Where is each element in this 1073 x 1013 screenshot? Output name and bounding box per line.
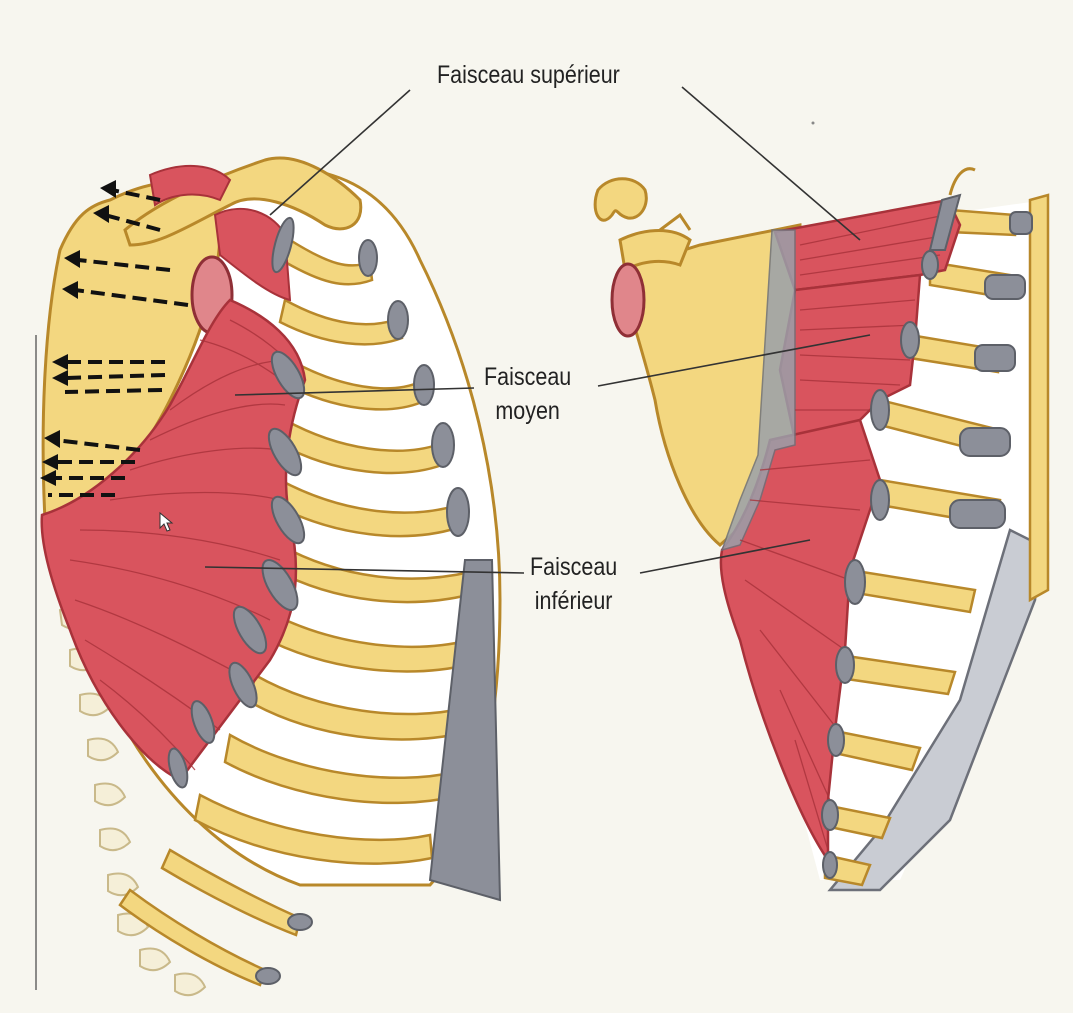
- left-arrowheads: [40, 180, 116, 486]
- right-glenoid: [610, 262, 646, 338]
- right-insertion-band: [720, 229, 796, 552]
- right-cartilage-tips: [949, 211, 1033, 529]
- right-digitations: [821, 193, 962, 879]
- label-faisceau-inferieur: Faisceau inférieur: [530, 550, 617, 618]
- left-cartilages: [255, 239, 502, 985]
- right-coracoid: [593, 177, 648, 222]
- left-pull-arrows: [48, 188, 189, 497]
- right-view: [593, 121, 1050, 892]
- label-middle-line-1: Faisceau: [484, 363, 572, 391]
- label-inferior-line-2: inférieur: [534, 587, 613, 615]
- right-sternum: [1028, 193, 1050, 603]
- label-faisceau-moyen: Faisceau moyen: [484, 360, 571, 428]
- left-superior-bundle: [213, 207, 292, 302]
- mouse-cursor-icon: [159, 511, 174, 532]
- left-upper-muscle-fringe: [148, 164, 232, 207]
- leader-lines: [204, 86, 871, 574]
- label-superior-text: Faisceau supérieur: [437, 61, 620, 89]
- label-inferior-line-1: Faisceau: [530, 553, 618, 581]
- label-faisceau-superieur: Faisceau supérieur: [437, 58, 620, 92]
- left-view: [40, 156, 502, 997]
- right-ribs: [823, 208, 1017, 887]
- left-clavicle: [123, 156, 363, 247]
- left-digitations: [167, 216, 306, 789]
- label-middle-line-2: moyen: [495, 397, 560, 425]
- right-muscle-striations: [739, 214, 949, 851]
- right-acromion: [618, 229, 692, 273]
